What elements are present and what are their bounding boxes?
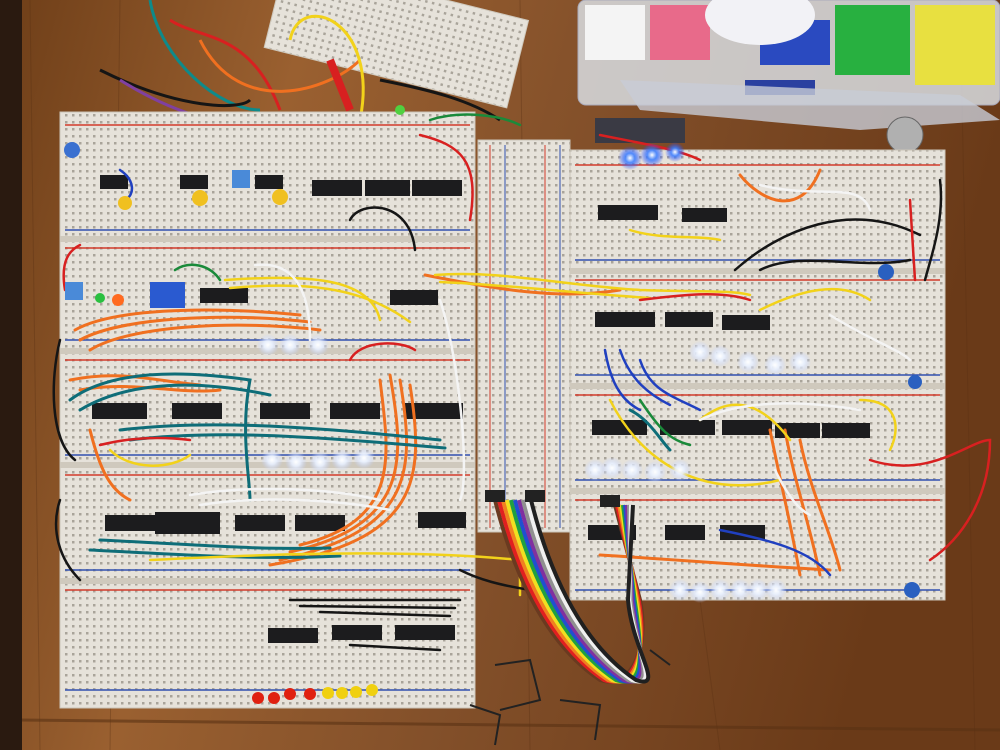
ic-chip bbox=[260, 403, 310, 419]
led bbox=[747, 579, 769, 601]
yellow-wires bbox=[108, 228, 897, 597]
ic-chip bbox=[660, 420, 715, 435]
led bbox=[279, 334, 301, 356]
capacitor bbox=[272, 189, 288, 205]
ic-chip bbox=[255, 175, 283, 189]
ic-chip bbox=[390, 290, 438, 305]
led bbox=[257, 334, 279, 356]
ic-chip bbox=[268, 628, 318, 643]
ic-chip bbox=[155, 512, 220, 534]
ic-chip bbox=[592, 420, 647, 435]
middle-breadboard bbox=[477, 139, 571, 533]
ic-chip bbox=[722, 420, 772, 435]
led bbox=[261, 449, 283, 471]
led bbox=[765, 579, 787, 601]
ic-chip bbox=[312, 180, 362, 196]
capacitor bbox=[908, 375, 922, 389]
components bbox=[64, 142, 922, 598]
rainbow-ribbon-cable bbox=[493, 499, 651, 684]
led bbox=[709, 345, 731, 367]
ic-chip bbox=[180, 175, 208, 189]
green-wires bbox=[173, 113, 692, 447]
red-yellow-leds bbox=[95, 105, 405, 704]
ic-chip bbox=[235, 515, 285, 531]
ic-chip bbox=[405, 403, 463, 419]
ic-chip bbox=[92, 403, 147, 419]
ic-chip bbox=[395, 625, 455, 640]
capacitor bbox=[118, 196, 132, 210]
white-wires bbox=[188, 183, 912, 517]
led bbox=[669, 579, 691, 601]
capacitor bbox=[878, 264, 894, 280]
led bbox=[789, 351, 811, 373]
ic-chip bbox=[172, 403, 222, 419]
ic-chip bbox=[595, 118, 685, 143]
potentiometer bbox=[64, 142, 80, 158]
ic-chips bbox=[92, 118, 870, 643]
led bbox=[689, 341, 711, 363]
push-button bbox=[232, 170, 250, 188]
ic-chip bbox=[598, 205, 658, 220]
ic-chip bbox=[330, 403, 380, 419]
ic-chip bbox=[595, 312, 655, 327]
ic-chip bbox=[822, 423, 870, 438]
ic-chip bbox=[295, 515, 345, 531]
ribbon-connectors bbox=[485, 490, 620, 507]
capacitor bbox=[904, 582, 920, 598]
knob bbox=[886, 116, 924, 154]
black-wires bbox=[52, 178, 943, 652]
led bbox=[737, 351, 759, 373]
ic-chip bbox=[105, 515, 155, 531]
blue-status-leds bbox=[618, 142, 685, 170]
led bbox=[601, 457, 623, 479]
led bbox=[764, 354, 786, 376]
led bbox=[584, 459, 606, 481]
led bbox=[621, 459, 643, 481]
ic-chip bbox=[412, 180, 462, 196]
led bbox=[285, 451, 307, 473]
red-wires bbox=[62, 133, 992, 562]
ic-chip bbox=[418, 512, 466, 528]
wire-bundles bbox=[52, 113, 992, 652]
ic-chip bbox=[365, 180, 410, 196]
dip-switch bbox=[150, 282, 185, 308]
led bbox=[709, 579, 731, 601]
ic-chip bbox=[100, 175, 128, 189]
spare-breadboard bbox=[263, 0, 530, 109]
capacitor bbox=[192, 190, 208, 206]
led bbox=[689, 581, 711, 603]
ic-chip bbox=[200, 288, 248, 303]
led bbox=[669, 459, 691, 481]
ic-chip bbox=[722, 315, 770, 330]
led bbox=[644, 461, 666, 483]
loose-bent-wires bbox=[469, 649, 671, 746]
led bbox=[307, 334, 329, 356]
led bbox=[309, 451, 331, 473]
led bbox=[353, 447, 375, 469]
power-rails-left bbox=[65, 124, 470, 691]
led-storage-box bbox=[577, 0, 1000, 106]
table-edge-left bbox=[0, 0, 22, 750]
ic-chip bbox=[682, 208, 727, 222]
led bbox=[331, 449, 353, 471]
ic-chip bbox=[665, 312, 713, 327]
glowing-white-leds bbox=[257, 334, 811, 603]
ic-chip bbox=[332, 625, 382, 640]
ic-chip bbox=[665, 525, 705, 540]
push-button bbox=[65, 282, 83, 300]
led bbox=[729, 579, 751, 601]
ribbon-wire bbox=[529, 499, 651, 684]
